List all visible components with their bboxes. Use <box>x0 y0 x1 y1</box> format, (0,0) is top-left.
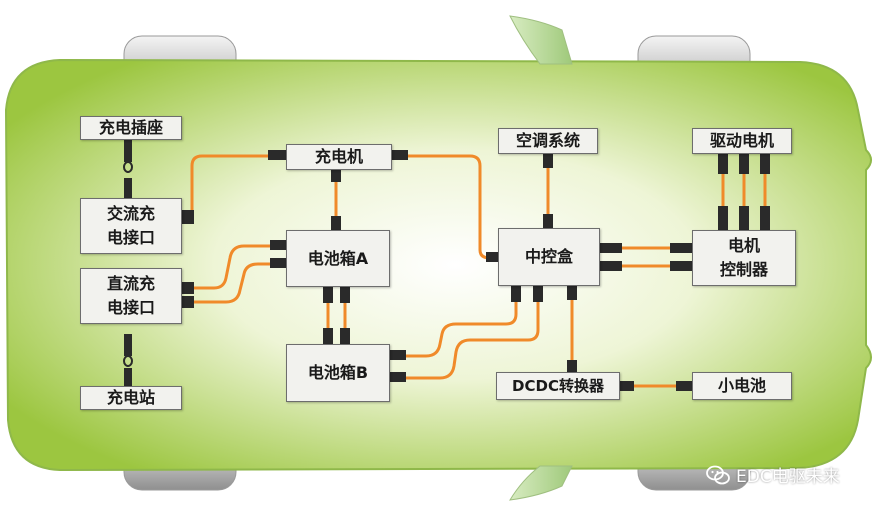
battery-b-box: 电池箱B <box>286 344 390 402</box>
ac-port-label-line2: 电接口 <box>106 228 155 247</box>
ac-system-box: 空调系统 <box>498 128 598 154</box>
charging-socket-box: 充电插座 <box>80 116 182 140</box>
dc-port-label-line2: 电接口 <box>106 298 155 317</box>
battery-a-box: 电池箱A <box>286 230 390 287</box>
ac-port-label-line1: 交流充 <box>106 204 155 223</box>
dc-charging-port-box: 直流充 电接口 <box>80 268 182 324</box>
small-battery-box: 小电池 <box>692 372 792 400</box>
ac-system-label: 空调系统 <box>515 131 580 150</box>
car-body <box>4 58 872 472</box>
charging-station-label: 充电站 <box>106 388 155 407</box>
motor-controller-box: 电机 控制器 <box>692 230 796 286</box>
drive-motor-label: 驱动电机 <box>709 131 774 150</box>
mirror-bottom <box>509 465 573 501</box>
mirror-top <box>509 15 573 65</box>
watermark-text: EDC电驱未来 <box>736 467 840 487</box>
small-battery-label: 小电池 <box>717 376 766 395</box>
charger-box: 充电机 <box>286 144 392 170</box>
cable-ac-charger <box>190 154 284 220</box>
cable-battb-central-1 <box>388 284 518 358</box>
charging-socket-label: 充电插座 <box>98 118 163 137</box>
cable-charger-central <box>390 154 500 260</box>
central-box: 中控盒 <box>498 228 600 286</box>
chain-links <box>123 161 133 367</box>
wechat-icon <box>706 465 730 484</box>
motor-controller-label-line1: 电机 <box>727 236 760 255</box>
watermark: EDC电驱未来 <box>706 462 840 487</box>
battery-b-label: 电池箱B <box>307 363 369 382</box>
ac-charging-port-box: 交流充 电接口 <box>80 198 182 254</box>
motor-controller-label-line2: 控制器 <box>719 260 768 279</box>
charger-label: 充电机 <box>314 147 363 166</box>
dcdc-converter-box: DCDC转换器 <box>496 372 620 400</box>
connectors <box>124 140 770 391</box>
cable-battb-central-2 <box>388 284 540 380</box>
cable-dc-batta-1 <box>190 244 288 290</box>
dc-port-label-line1: 直流充 <box>106 274 155 293</box>
central-box-label: 中控盒 <box>524 247 573 266</box>
cable-dc-batta-2 <box>190 262 288 304</box>
charging-station-box: 充电站 <box>80 386 182 410</box>
drive-motor-box: 驱动电机 <box>692 128 792 154</box>
battery-a-label: 电池箱A <box>307 248 369 268</box>
dcdc-converter-label: DCDC转换器 <box>512 377 604 395</box>
